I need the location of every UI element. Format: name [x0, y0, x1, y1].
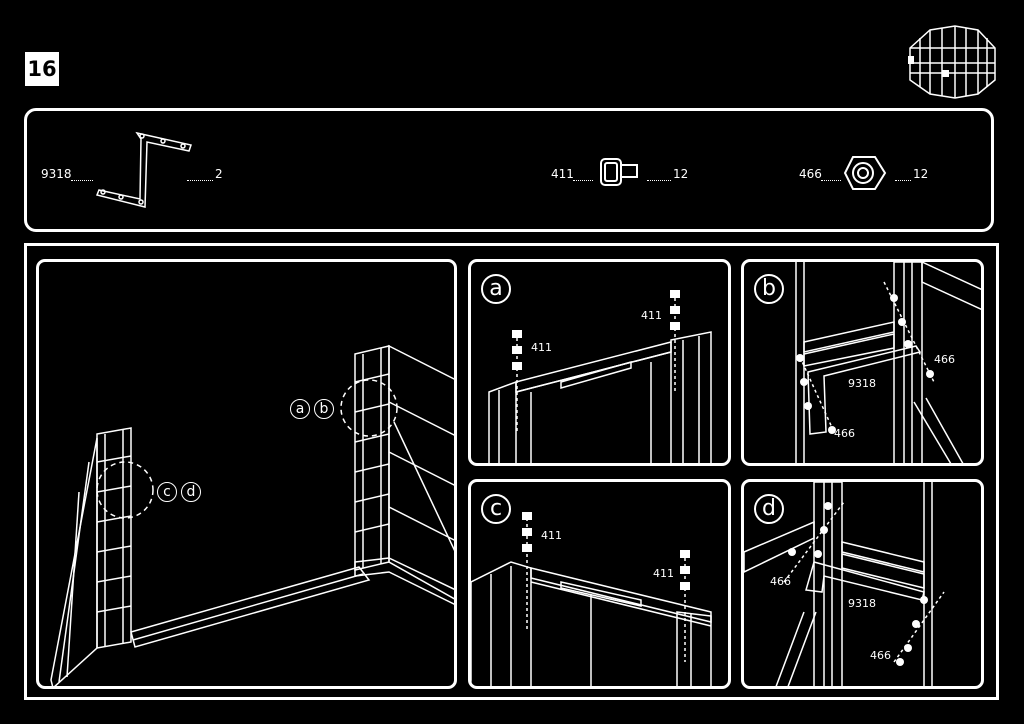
callout-label-d: d [181, 482, 201, 502]
parts-list-panel: 9318 2 411 12 466 12 [24, 108, 994, 232]
callout-466: 466 [834, 427, 855, 440]
callout-label-b: b [314, 399, 334, 419]
detail-c-drawing [471, 512, 712, 686]
callout-411: 411 [531, 341, 552, 354]
part-9318-id: 9318 [41, 167, 72, 181]
part-466-qty: 12 [913, 167, 929, 181]
detail-panel-c: c 411 411 [468, 479, 731, 689]
overview-panel: a b c d [36, 259, 457, 689]
part-466-id: 466 [799, 167, 822, 181]
callout-411: 411 [653, 567, 674, 580]
callout-466: 466 [934, 353, 955, 366]
detail-panel-a: a 411 411 [468, 259, 731, 466]
leader-dots [187, 180, 213, 181]
leader-dots [895, 180, 911, 181]
instruction-frame [24, 243, 999, 700]
part-411-id: 411 [551, 167, 574, 181]
part-411-qty: 12 [673, 167, 689, 181]
bolt-411-icon [600, 158, 638, 186]
part-9318-qty: 2 [215, 167, 223, 181]
wall-frame-drawing [50, 344, 454, 686]
callout-466: 466 [770, 575, 791, 588]
leader-dots [647, 180, 671, 181]
detail-panel-b: b 466 9318 466 [741, 259, 984, 466]
detail-b-drawing [795, 262, 981, 463]
panel-letter-b: b [754, 274, 784, 304]
leader-dots [573, 180, 593, 181]
callout-411: 411 [641, 309, 662, 322]
detail-a-drawing [488, 290, 712, 463]
detail-panel-d: d 466 9318 466 [741, 479, 984, 689]
callout-411: 411 [541, 529, 562, 542]
panel-letter-a: a [481, 274, 511, 304]
nut-466-icon [843, 156, 887, 190]
leader-dots [821, 180, 841, 181]
detail-d-drawing [744, 482, 945, 686]
panel-letter-d: d [754, 494, 784, 524]
callout-9318: 9318 [848, 377, 876, 390]
leader-dots [71, 180, 93, 181]
step-number: 16 [25, 52, 59, 86]
bracket-9318-icon [95, 131, 192, 208]
callout-466: 466 [870, 649, 891, 662]
callout-label-a: a [290, 399, 310, 419]
callout-label-c: c [157, 482, 177, 502]
panel-letter-c: c [481, 494, 511, 524]
callout-9318: 9318 [848, 597, 876, 610]
gazebo-thumbnail [908, 25, 996, 99]
